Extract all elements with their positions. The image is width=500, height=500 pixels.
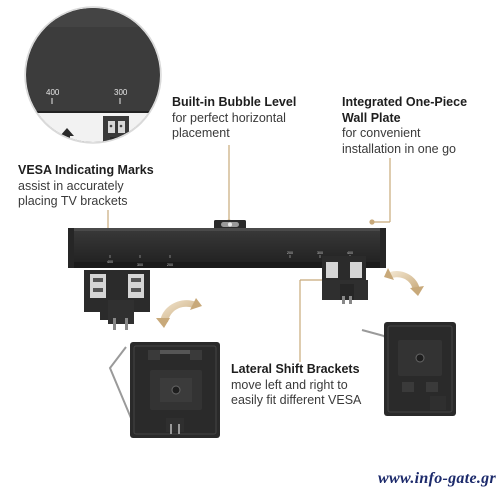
callout-vesa-marks-desc-2: placing TV brackets <box>18 194 128 209</box>
callout-wall-plate-title-1: Integrated One-Piece <box>342 95 468 109</box>
right-sliding-bracket <box>322 256 368 304</box>
callout-lateral-shift-title: Lateral Shift Brackets <box>231 362 360 376</box>
callout-bubble-level-title: Built-in Bubble Level <box>172 95 297 109</box>
wall-plate-bar: 400 300 200 200 300 400 <box>68 228 386 268</box>
watermark: www.info-gate.gr <box>378 470 496 487</box>
left-lateral-shift-bracket <box>108 342 220 438</box>
bar-mark-5: 400 <box>347 251 353 255</box>
callout-lateral-shift: Lateral Shift Brackets move left and rig… <box>231 362 391 409</box>
bar-mark-3: 200 <box>287 251 293 255</box>
bar-mark-4: 300 <box>317 251 323 255</box>
callout-bubble-level-desc-1: for perfect horizontal <box>172 110 286 125</box>
callout-wall-plate-desc-2: installation in one go <box>342 141 456 156</box>
rotate-arrow-icon <box>384 268 424 296</box>
bar-mark-1: 300 <box>137 263 143 267</box>
callout-vesa-marks-title: VESA Indicating Marks <box>18 163 154 177</box>
callout-bubble-level-desc-2: placement <box>172 126 230 141</box>
callout-lateral-shift-desc-1: move left and right to <box>231 377 348 392</box>
left-sliding-bracket <box>84 270 150 330</box>
bar-mark-0: 400 <box>107 260 113 264</box>
callout-vesa-marks-desc-1: assist in accurately <box>18 178 124 193</box>
callout-wall-plate: Integrated One-Piece Wall Plate for conv… <box>342 95 492 158</box>
closeup-tick-label-300: 300 <box>114 88 128 97</box>
closeup-magnifier: 400 300 <box>24 6 162 144</box>
callout-lateral-shift-desc-2: easily fit different VESA <box>231 393 362 408</box>
callout-vesa-marks: VESA Indicating Marks assist in accurate… <box>18 163 178 210</box>
callout-wall-plate-desc-1: for convenient <box>342 126 421 141</box>
bubble-level <box>214 220 246 230</box>
bar-mark-2: 200 <box>167 263 173 267</box>
closeup-tick-label-400: 400 <box>46 88 60 97</box>
rotate-arrow-icon <box>156 298 202 328</box>
callout-bubble-level: Built-in Bubble Level for perfect horizo… <box>172 95 322 142</box>
callout-wall-plate-title-2: Wall Plate <box>342 110 401 125</box>
right-lateral-shift-bracket <box>361 322 456 416</box>
